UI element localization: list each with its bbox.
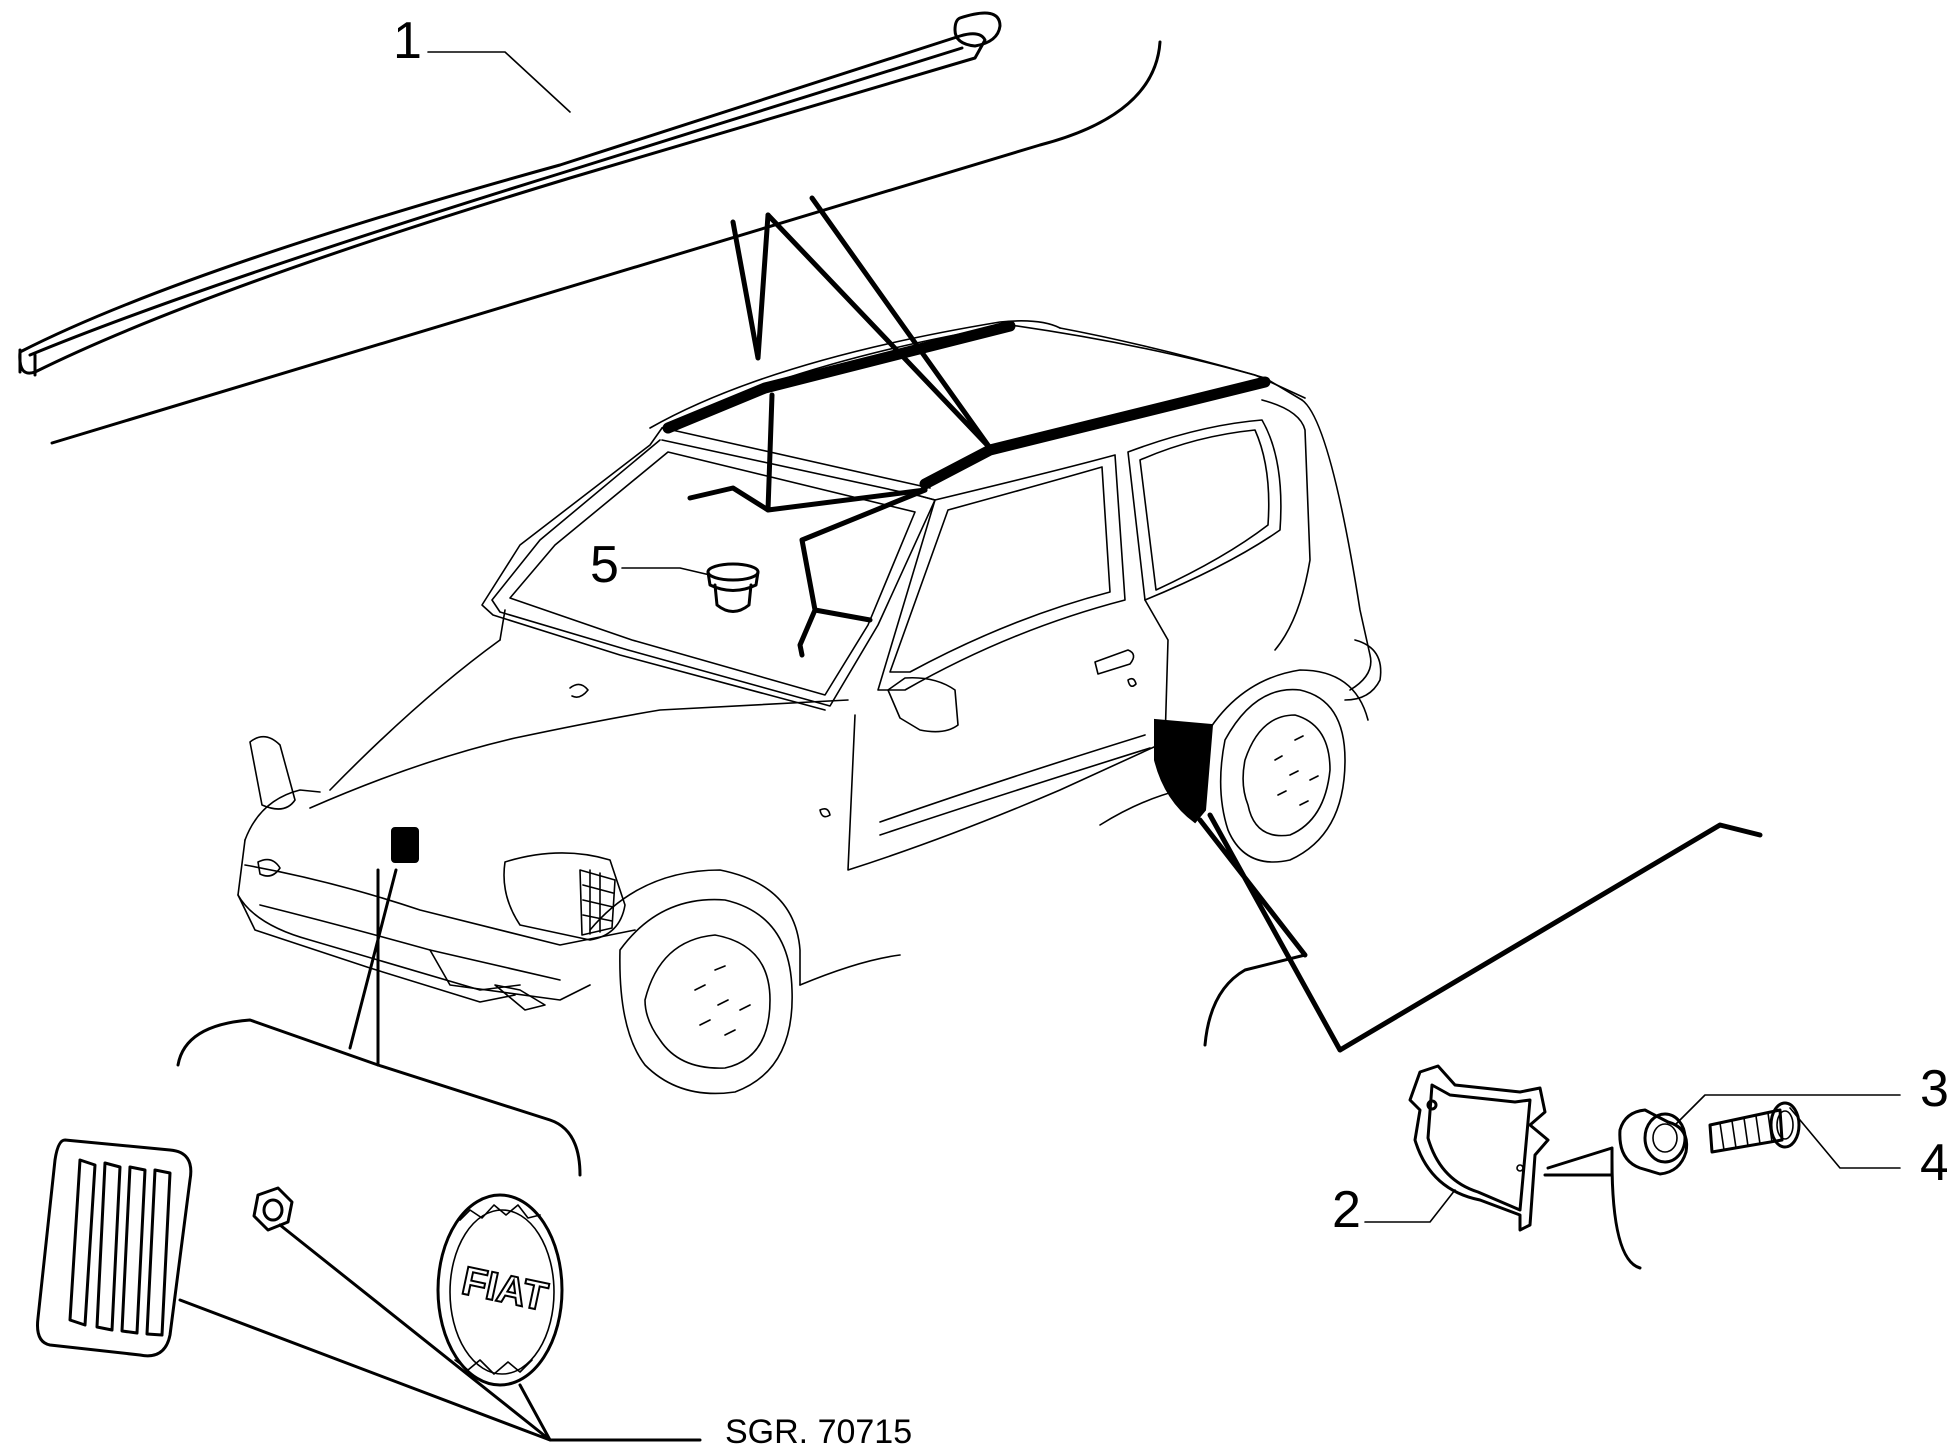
mudflap[interactable] [1408, 1064, 1550, 1232]
callout-2-leader [1364, 1189, 1456, 1223]
emblem-on-car[interactable] [391, 827, 419, 863]
screw[interactable] [1708, 1101, 1801, 1154]
callout-3-leader [1674, 1094, 1901, 1126]
mudflap-on-car[interactable] [1154, 718, 1214, 824]
roof-strip-bracket [50, 40, 1162, 445]
emblem-group-leaders [178, 1223, 702, 1442]
spring-nut[interactable] [1618, 1108, 1689, 1176]
mudflap-leader [1197, 812, 1763, 1053]
fiat-emblem-lettering: FIAT [458, 1259, 551, 1320]
roof-trim-strip[interactable] [18, 11, 1002, 377]
drawing-code: SGR. 70715 [725, 1413, 912, 1447]
emblem-group-bracket [176, 1018, 582, 1177]
emblem-leader [348, 868, 398, 1067]
roof-strip-leader-left [730, 212, 771, 361]
fiat-emblem[interactable]: FIAT [436, 1193, 564, 1387]
pin-leader-upper [687, 392, 928, 513]
callout-4[interactable]: 4 [1789, 1107, 1947, 1192]
callout-4-leader [1789, 1107, 1901, 1169]
callout-1-leader [427, 51, 571, 113]
emblem-base-plate[interactable] [36, 1138, 193, 1358]
callout-1[interactable]: 1 [393, 12, 571, 113]
fastener-bracket [1543, 1146, 1642, 1270]
roof-strip-on-car-right[interactable] [919, 376, 1271, 490]
callout-2-label: 2 [1332, 1181, 1361, 1239]
callout-1-label: 1 [393, 12, 422, 70]
callout-5-leader [621, 567, 711, 576]
car-body [237, 320, 1382, 1095]
callout-5-label: 5 [590, 536, 619, 594]
nut[interactable] [252, 1186, 294, 1232]
callout-3[interactable]: 3 [1674, 1060, 1947, 1126]
callout-5[interactable]: 5 [590, 536, 711, 594]
pin[interactable] [706, 562, 760, 613]
callout-3-label: 3 [1920, 1060, 1947, 1118]
pin-leader-lower [797, 487, 928, 658]
callout-4-label: 4 [1920, 1134, 1947, 1192]
roof-strip-leader-right [765, 195, 993, 451]
roof-strip-on-car-left[interactable] [662, 320, 1016, 434]
callout-2[interactable]: 2 [1332, 1181, 1456, 1239]
mudflap-group-bracket [1203, 953, 1307, 1047]
